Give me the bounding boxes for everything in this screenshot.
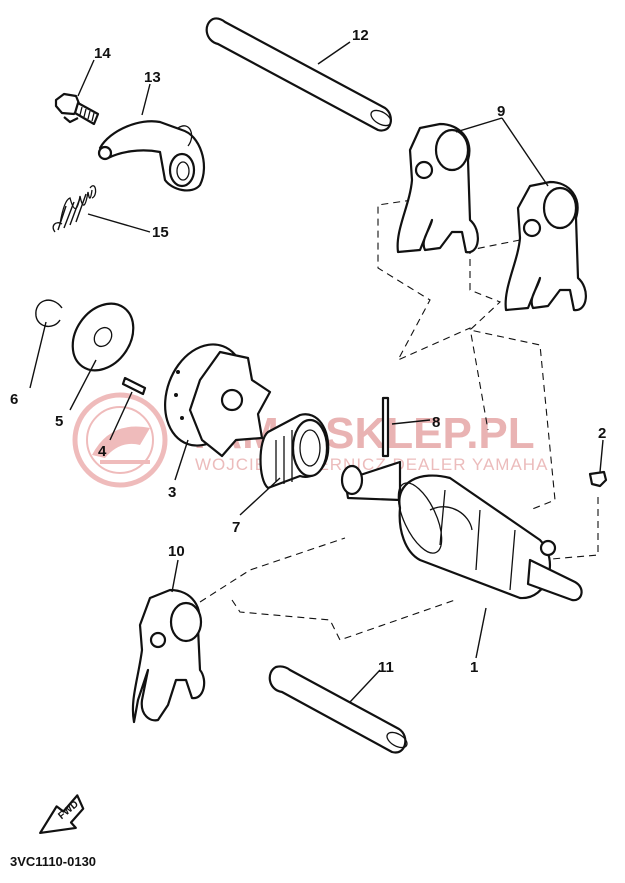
part-8-pin [381,396,390,458]
part-10-shift-fork [131,588,206,724]
part-15-spring [52,185,97,233]
label-3: 3 [168,484,176,501]
assembly-dashed-lines [199,199,599,641]
label-15: 15 [152,224,169,241]
callout-labels: 14 13 12 9 15 6 5 4 8 2 3 7 10 11 1 [10,27,606,676]
label-10: 10 [168,543,185,560]
part-12-guide-bar [205,17,392,132]
label-8: 8 [432,414,440,431]
label-4: 4 [98,443,107,460]
part-14-bolt [54,92,100,126]
label-6: 6 [10,391,18,408]
part-7-bearing [259,413,330,490]
leader-lines [29,41,604,703]
label-7: 7 [232,519,240,536]
part-2-screw [588,470,608,488]
part-11-guide-bar [268,665,408,754]
part-5-washer [71,302,135,372]
label-2: 2 [598,425,606,442]
label-14: 14 [94,45,111,62]
part-13-shift-arm [97,120,205,192]
watermark-logo [72,392,168,488]
label-11: 11 [378,659,394,676]
label-9: 9 [497,103,505,120]
part-9-shift-forks [396,122,587,312]
diagram-code: 3VC1110-0130 [10,854,96,869]
part-1-shift-drum [340,460,583,602]
part-4-dowel-pin [121,376,147,396]
label-5: 5 [55,413,63,430]
label-13: 13 [144,69,161,86]
part-6-circlip [35,299,63,327]
label-12: 12 [352,27,369,44]
label-1: 1 [470,659,478,676]
fwd-direction-arrow: FWD [39,794,85,835]
part-3-segment [164,343,272,458]
